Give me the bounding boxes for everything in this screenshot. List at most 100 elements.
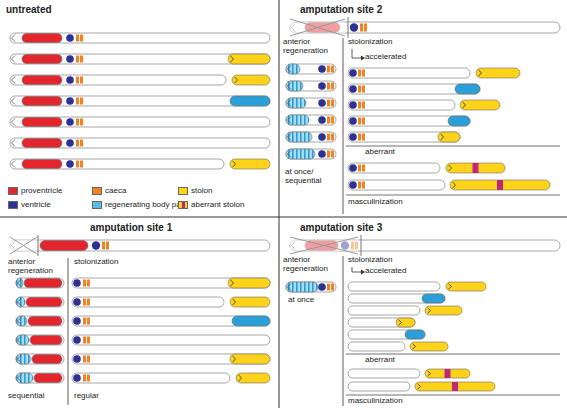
worm-body [286, 149, 336, 159]
stolon [425, 306, 462, 315]
group-separator [346, 354, 560, 355]
regenerating-tail [230, 96, 270, 106]
stolon-head [233, 161, 236, 167]
caeca [360, 24, 363, 32]
worm-body [16, 335, 64, 345]
stolon-head [441, 134, 444, 140]
ventricle [318, 65, 326, 73]
head-tip [288, 117, 292, 124]
worm-body [16, 297, 64, 307]
caeca [76, 35, 79, 42]
worm-body [348, 163, 440, 173]
worm-illustration [10, 17, 560, 391]
legend-item: proventricle [8, 186, 62, 195]
proventricle [22, 34, 62, 43]
ventricle [349, 181, 357, 189]
ventricle [66, 34, 74, 42]
caeca [358, 134, 361, 141]
group-label: accelerated [365, 53, 465, 62]
caeca [327, 134, 330, 141]
caeca [87, 337, 90, 344]
proventricle [40, 241, 88, 251]
head-tip [18, 375, 22, 382]
stolon [396, 318, 415, 327]
worm-body [10, 54, 270, 64]
legend-item: ventricle [8, 200, 51, 209]
stolon [230, 354, 270, 364]
amputation-cross [10, 237, 37, 254]
worm-body [286, 81, 336, 91]
stolon [228, 278, 270, 288]
proventricle [22, 97, 62, 106]
panel-divider [0, 217, 567, 218]
worm-body [290, 240, 560, 251]
worm-body [16, 278, 64, 288]
panel-divider [279, 0, 280, 408]
worm-body [72, 335, 270, 345]
stolon-head [413, 344, 416, 349]
worm-body [348, 100, 455, 110]
legend-item: aberrant stolon [178, 200, 244, 209]
caeca [87, 356, 90, 363]
worm-body [348, 180, 445, 190]
head-tip [12, 35, 16, 42]
legend-swatch [8, 201, 18, 209]
caeca [331, 284, 334, 291]
caeca [331, 83, 334, 90]
aberrant-stolon [450, 180, 550, 190]
ventricle [73, 279, 81, 287]
legend-item: caeca [92, 186, 126, 195]
aberrant-stolon [415, 382, 495, 391]
stolon-head [479, 70, 482, 76]
regenerating-tail [422, 294, 445, 303]
caeca [83, 337, 86, 344]
branch-arrow [352, 267, 361, 272]
worm-body [10, 96, 270, 106]
amputation-cross [290, 19, 345, 36]
regenerating-head [16, 354, 31, 364]
caeca [327, 66, 330, 73]
caeca [83, 280, 86, 287]
stolon-head [233, 356, 236, 362]
ventricle [318, 82, 326, 90]
head-tip [18, 318, 22, 325]
legend-swatch [92, 187, 102, 195]
ventricle [66, 76, 74, 84]
worm-body [348, 294, 445, 303]
regenerating-tail [455, 84, 480, 94]
amputation-cross [290, 237, 358, 254]
column-heading: anterior regeneration [8, 258, 66, 276]
caeca [327, 117, 330, 124]
worm-body [348, 382, 410, 391]
regenerating-tail [405, 330, 425, 339]
ventricle [73, 336, 81, 344]
legend-text: caeca [105, 186, 126, 195]
worm-body [10, 240, 270, 251]
caeca [331, 117, 334, 124]
mode-note: regular [74, 392, 134, 401]
regenerating-head [286, 132, 312, 142]
aberrant-stolon-swatch [178, 201, 188, 209]
stolon [230, 159, 270, 169]
proventricle [22, 118, 62, 127]
caeca [76, 119, 79, 126]
ventricle [349, 133, 357, 141]
stolon [438, 132, 460, 142]
worm-body [16, 354, 64, 364]
head-tip [12, 98, 16, 105]
arrow-head [361, 56, 365, 61]
panel-title: amputation site 3 [300, 222, 450, 233]
caeca [87, 318, 90, 325]
group-separator [346, 395, 560, 396]
amputation-cross [290, 237, 358, 254]
stolon [236, 373, 270, 383]
head-tip [12, 56, 16, 63]
ventricle [318, 133, 326, 141]
worm-body [10, 75, 226, 85]
worm-body [10, 33, 270, 43]
aberrant-band [452, 382, 458, 391]
legend-swatch [92, 201, 102, 209]
worm-body [348, 318, 415, 327]
caeca [80, 77, 83, 84]
